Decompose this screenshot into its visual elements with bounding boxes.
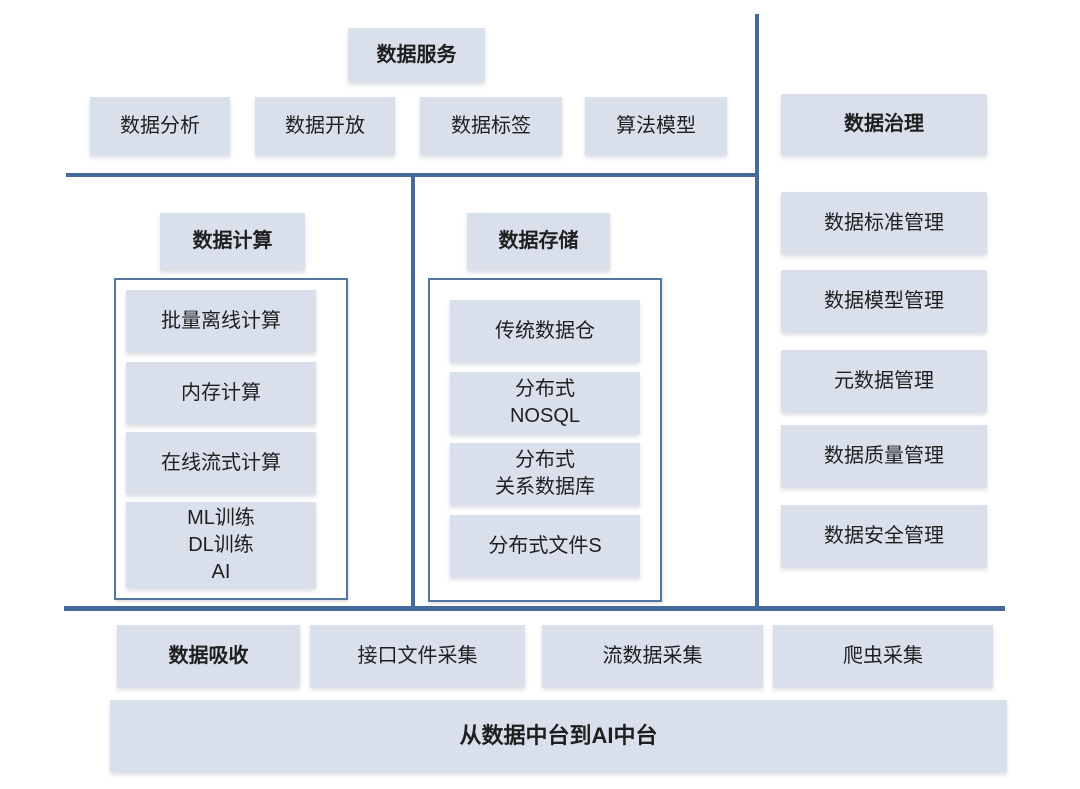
node-data-analysis: 数据分析 — [90, 97, 230, 155]
node-data-governance-header: 数据治理 — [781, 94, 987, 155]
node-distributed-file: 分布式文件S — [450, 515, 640, 577]
node-data-compute-header: 数据计算 — [160, 213, 305, 270]
divider-vertical-middle — [411, 173, 415, 610]
node-traditional-warehouse: 传统数据仓 — [450, 300, 640, 362]
node-data-service-header: 数据服务 — [348, 28, 485, 82]
node-distributed-rdb: 分布式 关系数据库 — [450, 443, 640, 505]
node-memory-compute: 内存计算 — [126, 362, 316, 424]
node-data-label: 数据标签 — [420, 97, 562, 155]
node-crawler-collect: 爬虫采集 — [773, 625, 993, 687]
node-distributed-nosql: 分布式 NOSQL — [450, 372, 640, 434]
node-interface-file-collect: 接口文件采集 — [310, 625, 525, 687]
node-data-quality-mgmt: 数据质量管理 — [781, 425, 987, 487]
node-online-stream-compute: 在线流式计算 — [126, 432, 316, 494]
node-data-open: 数据开放 — [255, 97, 395, 155]
diagram-title-banner: 从数据中台到AI中台 — [110, 700, 1007, 772]
node-batch-offline-compute: 批量离线计算 — [126, 290, 316, 352]
node-algorithm-model: 算法模型 — [585, 97, 727, 155]
divider-horizontal-bottom — [64, 606, 1005, 611]
node-ml-dl-ai-training: ML训练 DL训练 AI — [126, 502, 316, 588]
divider-vertical-right — [755, 14, 759, 610]
node-stream-data-collect: 流数据采集 — [542, 625, 763, 687]
node-data-security-mgmt: 数据安全管理 — [781, 505, 987, 567]
node-metadata-mgmt: 元数据管理 — [781, 350, 987, 412]
node-data-standard-mgmt: 数据标准管理 — [781, 192, 987, 254]
node-data-storage-header: 数据存储 — [467, 213, 610, 270]
node-data-ingestion-header: 数据吸收 — [117, 625, 300, 687]
node-data-model-mgmt: 数据模型管理 — [781, 270, 987, 332]
